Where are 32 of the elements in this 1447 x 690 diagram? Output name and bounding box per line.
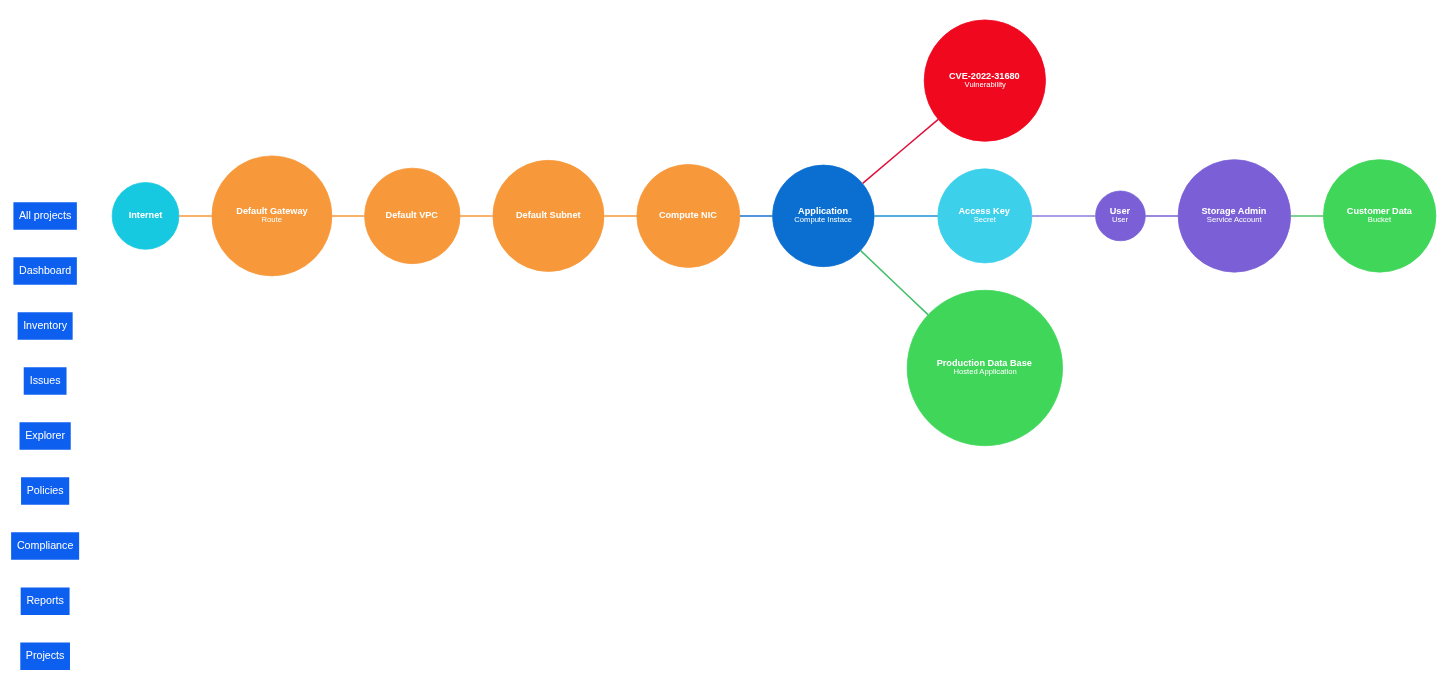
label: Explorer: [25, 428, 66, 441]
connector: [331, 215, 366, 217]
node-circle: Compute NIC: [636, 164, 741, 268]
connector: [859, 249, 929, 316]
node-circle: Storage Admin Service Account: [1177, 159, 1291, 273]
connector: [1289, 215, 1324, 217]
label: All projects: [18, 208, 72, 221]
node-circle: CVE-2022-31680 Vulnerability: [923, 19, 1046, 142]
label: Projects: [25, 649, 65, 662]
node-circle: User User: [1095, 190, 1146, 242]
node-circle: Default Subnet: [492, 159, 605, 272]
node-circle: Access Key Secret: [937, 168, 1033, 264]
node-circle: Production Data Base Hosted Application: [906, 289, 1063, 447]
label: Compliance: [16, 538, 74, 551]
connector: [873, 215, 939, 217]
node-circle: Default VPC: [364, 167, 461, 264]
node-circle: Default Gateway Route: [211, 155, 333, 277]
node-circle: Internet: [111, 182, 180, 250]
connector: [739, 215, 774, 217]
connector: [1144, 215, 1179, 217]
label: Policies: [26, 483, 64, 496]
connector: [1031, 215, 1097, 217]
connector: [603, 215, 638, 217]
label: Inventory: [23, 318, 68, 331]
label: Issues: [29, 373, 61, 386]
connector: [861, 118, 939, 185]
connector: [459, 215, 494, 217]
connector: [178, 215, 213, 217]
node-circle: Application Compute Instace: [772, 164, 875, 268]
label: Reports: [26, 593, 64, 606]
label: Dashboard: [18, 263, 72, 276]
node-circle: Customer Data Bucket: [1323, 159, 1437, 273]
